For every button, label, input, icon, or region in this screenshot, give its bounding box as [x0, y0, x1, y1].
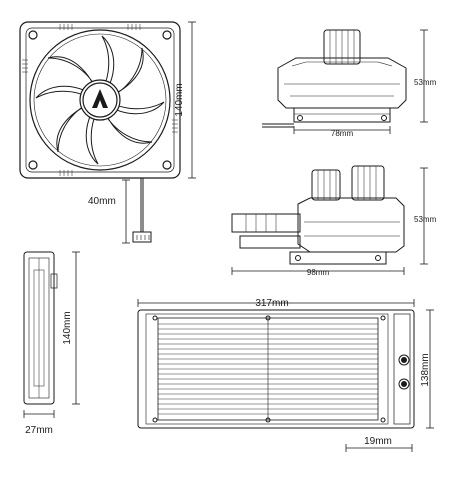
cable-length-dimension-line — [122, 179, 130, 244]
radiator-length-label: 317mm — [255, 298, 288, 309]
fan-thickness-label: 27mm — [25, 425, 53, 436]
pump-side-depth-label: 98mm — [307, 268, 330, 277]
pump-front-height-label: 53mm — [414, 78, 437, 87]
radiator-view — [137, 309, 415, 429]
cable-length-label: 40mm — [88, 196, 116, 207]
fan-height-label: 140mm — [174, 83, 185, 116]
pump-front-width-label: 78mm — [331, 129, 354, 138]
fitting-offset-label: 19mm — [364, 436, 392, 447]
pump-front-view — [262, 29, 407, 128]
pump-side-view — [231, 165, 405, 265]
fitting-offset-dimension-line — [345, 444, 413, 452]
pump-front-width-dimension-line — [293, 126, 391, 134]
fan-height-dimension-line — [188, 21, 196, 179]
pump-front-height-dimension-line — [420, 29, 428, 123]
arctic-arrow-logo-icon — [92, 89, 108, 108]
radiator-height-dimension-line — [426, 309, 434, 429]
fan-thickness-dimension-line — [23, 410, 55, 418]
pump-side-height-dimension-line — [420, 167, 428, 265]
radiator-length-dimension-line — [137, 299, 415, 307]
pump-side-height-label: 53mm — [414, 215, 437, 224]
radiator-height-label: 138mm — [420, 353, 431, 386]
fan-cable — [132, 178, 152, 243]
fan-side-height-dimension-line — [72, 251, 80, 405]
pump-side-depth-dimension-line — [231, 267, 405, 275]
fan-side-view — [23, 251, 58, 405]
fan-side-height-label: 140mm — [62, 311, 73, 344]
